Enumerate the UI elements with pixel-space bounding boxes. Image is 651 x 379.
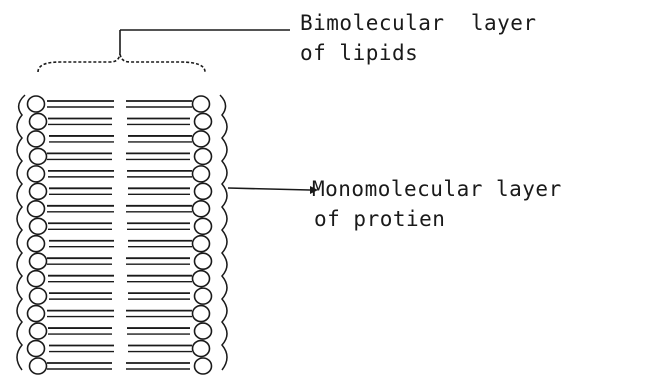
lipid-head-left xyxy=(28,96,45,112)
lipid-head-left xyxy=(28,201,45,217)
lipid-head-right xyxy=(195,358,212,374)
lipid-head-right xyxy=(193,201,210,217)
lipid-head-left xyxy=(28,306,45,322)
monomolecular-label-line2: of protien xyxy=(312,204,562,234)
lipid-head-left xyxy=(28,341,45,357)
lipid-tails xyxy=(47,101,192,369)
protein-layer-left xyxy=(17,95,25,370)
lipid-head-right xyxy=(195,113,212,129)
lipid-heads xyxy=(28,96,212,374)
monomolecular-label: Monomolecular layer of protien xyxy=(312,174,562,234)
lipid-head-left xyxy=(28,131,45,147)
lipid-head-right xyxy=(193,236,210,252)
lipid-head-right xyxy=(193,306,210,322)
lipid-head-left xyxy=(30,253,47,269)
lipid-head-right xyxy=(195,183,212,199)
lipid-head-left xyxy=(28,271,45,287)
lipid-head-left xyxy=(28,236,45,252)
lipid-head-right xyxy=(195,148,212,164)
bimolecular-label-line2: of lipids xyxy=(300,38,537,68)
bimolecular-label: Bimolecular layer of lipids xyxy=(300,8,537,68)
lipid-head-right xyxy=(195,253,212,269)
lipid-head-right xyxy=(195,323,212,339)
protein-layer-right xyxy=(220,95,227,370)
lipid-head-right xyxy=(193,271,210,287)
lipid-head-left xyxy=(30,183,47,199)
lipid-head-left xyxy=(30,358,47,374)
bilayer-bracket xyxy=(38,52,205,72)
lipid-head-right xyxy=(193,131,210,147)
lipid-head-right xyxy=(195,218,212,234)
monomolecular-label-line1: Monomolecular layer xyxy=(312,174,562,204)
lipid-head-left xyxy=(30,323,47,339)
lipid-head-right xyxy=(195,288,212,304)
lipid-head-left xyxy=(30,218,47,234)
lipid-head-left xyxy=(30,288,47,304)
bimolecular-label-line1: Bimolecular layer xyxy=(300,8,537,38)
lipid-head-left xyxy=(28,166,45,182)
lipid-head-right xyxy=(193,166,210,182)
lipid-head-right xyxy=(193,96,210,112)
monomolecular-leader xyxy=(228,188,310,190)
lipid-head-left xyxy=(30,113,47,129)
lipid-head-left xyxy=(30,148,47,164)
lipid-head-right xyxy=(193,341,210,357)
